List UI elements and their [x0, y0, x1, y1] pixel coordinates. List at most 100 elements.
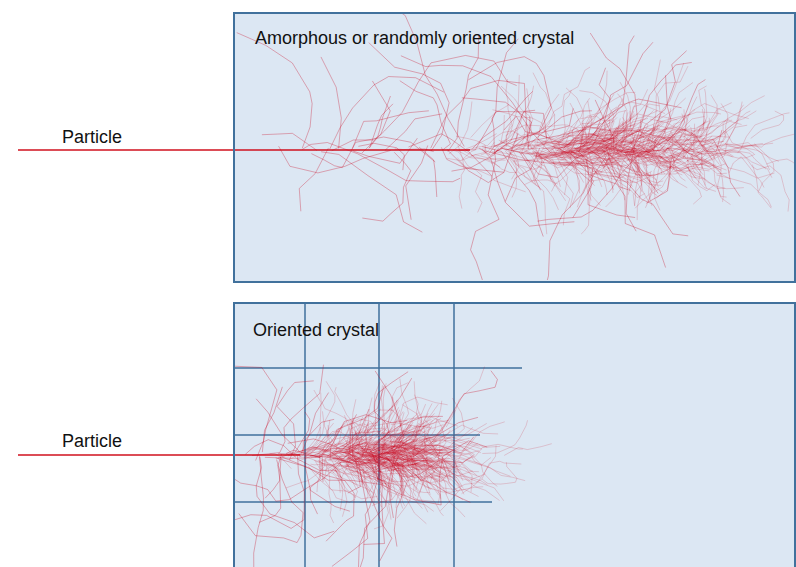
particle-track	[687, 145, 757, 161]
particle-track	[482, 462, 517, 484]
particle-track	[537, 150, 642, 221]
particle-track	[398, 430, 450, 455]
particle-track	[407, 455, 471, 503]
particle-track	[369, 425, 411, 454]
particle-track	[443, 447, 457, 466]
particle-track	[239, 460, 303, 543]
particle-track	[729, 157, 764, 188]
particle-label: Particle	[62, 431, 122, 452]
particle-track	[400, 419, 431, 454]
particle-track	[460, 39, 518, 150]
particle-track	[482, 147, 543, 237]
particle-track	[376, 454, 457, 492]
particle-track	[448, 34, 479, 151]
particle-track	[262, 133, 317, 150]
particle-track	[375, 371, 404, 453]
particle-track	[696, 103, 728, 156]
particle-track	[400, 81, 451, 150]
particle-track	[590, 33, 637, 147]
particle-track	[504, 444, 552, 456]
particle-track	[690, 148, 705, 185]
particle-track	[321, 152, 422, 232]
particle-track	[465, 131, 532, 151]
crystal-box: Amorphous or randomly oriented crystal	[233, 12, 796, 283]
particle-track	[679, 97, 696, 145]
particle-track	[626, 149, 672, 203]
particle-track	[501, 148, 541, 190]
particle-track	[581, 162, 592, 234]
particle-shower	[235, 362, 552, 567]
particle-track	[528, 111, 592, 147]
particle-track	[472, 91, 532, 148]
particle-track	[479, 110, 535, 155]
particle-track	[540, 157, 606, 280]
particle-shower	[237, 14, 794, 280]
particle-track	[282, 457, 404, 496]
particle-track	[332, 449, 380, 566]
particle-track	[345, 453, 360, 493]
particle-track	[482, 420, 527, 453]
particle-track	[484, 151, 593, 218]
particle-track	[489, 111, 546, 153]
particle-track	[419, 147, 437, 197]
particle-track	[625, 139, 740, 196]
particle-track	[564, 126, 721, 170]
particle-track	[265, 386, 384, 459]
particle-track	[235, 462, 341, 501]
particle-track	[724, 150, 766, 169]
particle-track	[603, 114, 690, 138]
particle-track	[277, 381, 314, 460]
particle-track	[237, 33, 312, 149]
particle-track	[524, 151, 541, 184]
particle-track	[462, 155, 506, 161]
particle-track	[413, 371, 498, 458]
particle-track	[302, 143, 460, 182]
particle-track	[431, 80, 529, 149]
particle-track	[452, 148, 499, 171]
particle-track	[446, 367, 484, 428]
particle-track	[367, 460, 434, 512]
particle-track	[307, 381, 335, 451]
particle-track	[387, 437, 474, 455]
particle-track	[613, 51, 687, 154]
particle-track	[288, 447, 432, 461]
particle-track	[252, 365, 323, 456]
particle-track	[401, 56, 579, 153]
particle-track	[558, 152, 665, 268]
particle-track	[766, 159, 794, 173]
particle-track	[346, 449, 392, 561]
particle-track	[716, 175, 771, 207]
particle-track	[494, 115, 504, 150]
particle-track	[595, 100, 614, 150]
particle-track	[339, 422, 368, 458]
particle-track	[616, 129, 722, 157]
particle-track	[373, 416, 443, 453]
particle-track	[441, 133, 518, 172]
particle-track	[353, 378, 412, 451]
particle-track	[362, 55, 517, 153]
particle-track	[321, 57, 341, 149]
particle-track	[468, 57, 551, 154]
particle-track	[628, 75, 671, 155]
box-heading: Oriented crystal	[253, 320, 379, 341]
particle-track	[580, 112, 601, 146]
particle-track	[330, 415, 407, 460]
particle-label: Particle	[62, 127, 122, 148]
particle-track	[406, 145, 428, 219]
particle-track	[389, 456, 399, 518]
particle-track	[510, 68, 610, 149]
particle-track	[459, 422, 505, 460]
particle-track	[310, 455, 320, 514]
particle-track	[458, 145, 465, 208]
particle-track	[245, 440, 296, 458]
particle-track	[439, 461, 481, 477]
particle-track	[330, 77, 444, 150]
particle-track	[397, 458, 411, 518]
particle-track	[278, 412, 310, 458]
particle-track	[358, 143, 404, 170]
particle-track	[303, 419, 334, 455]
particle-beam	[18, 149, 470, 150]
particle-track	[751, 111, 784, 138]
particle-track	[581, 144, 618, 174]
